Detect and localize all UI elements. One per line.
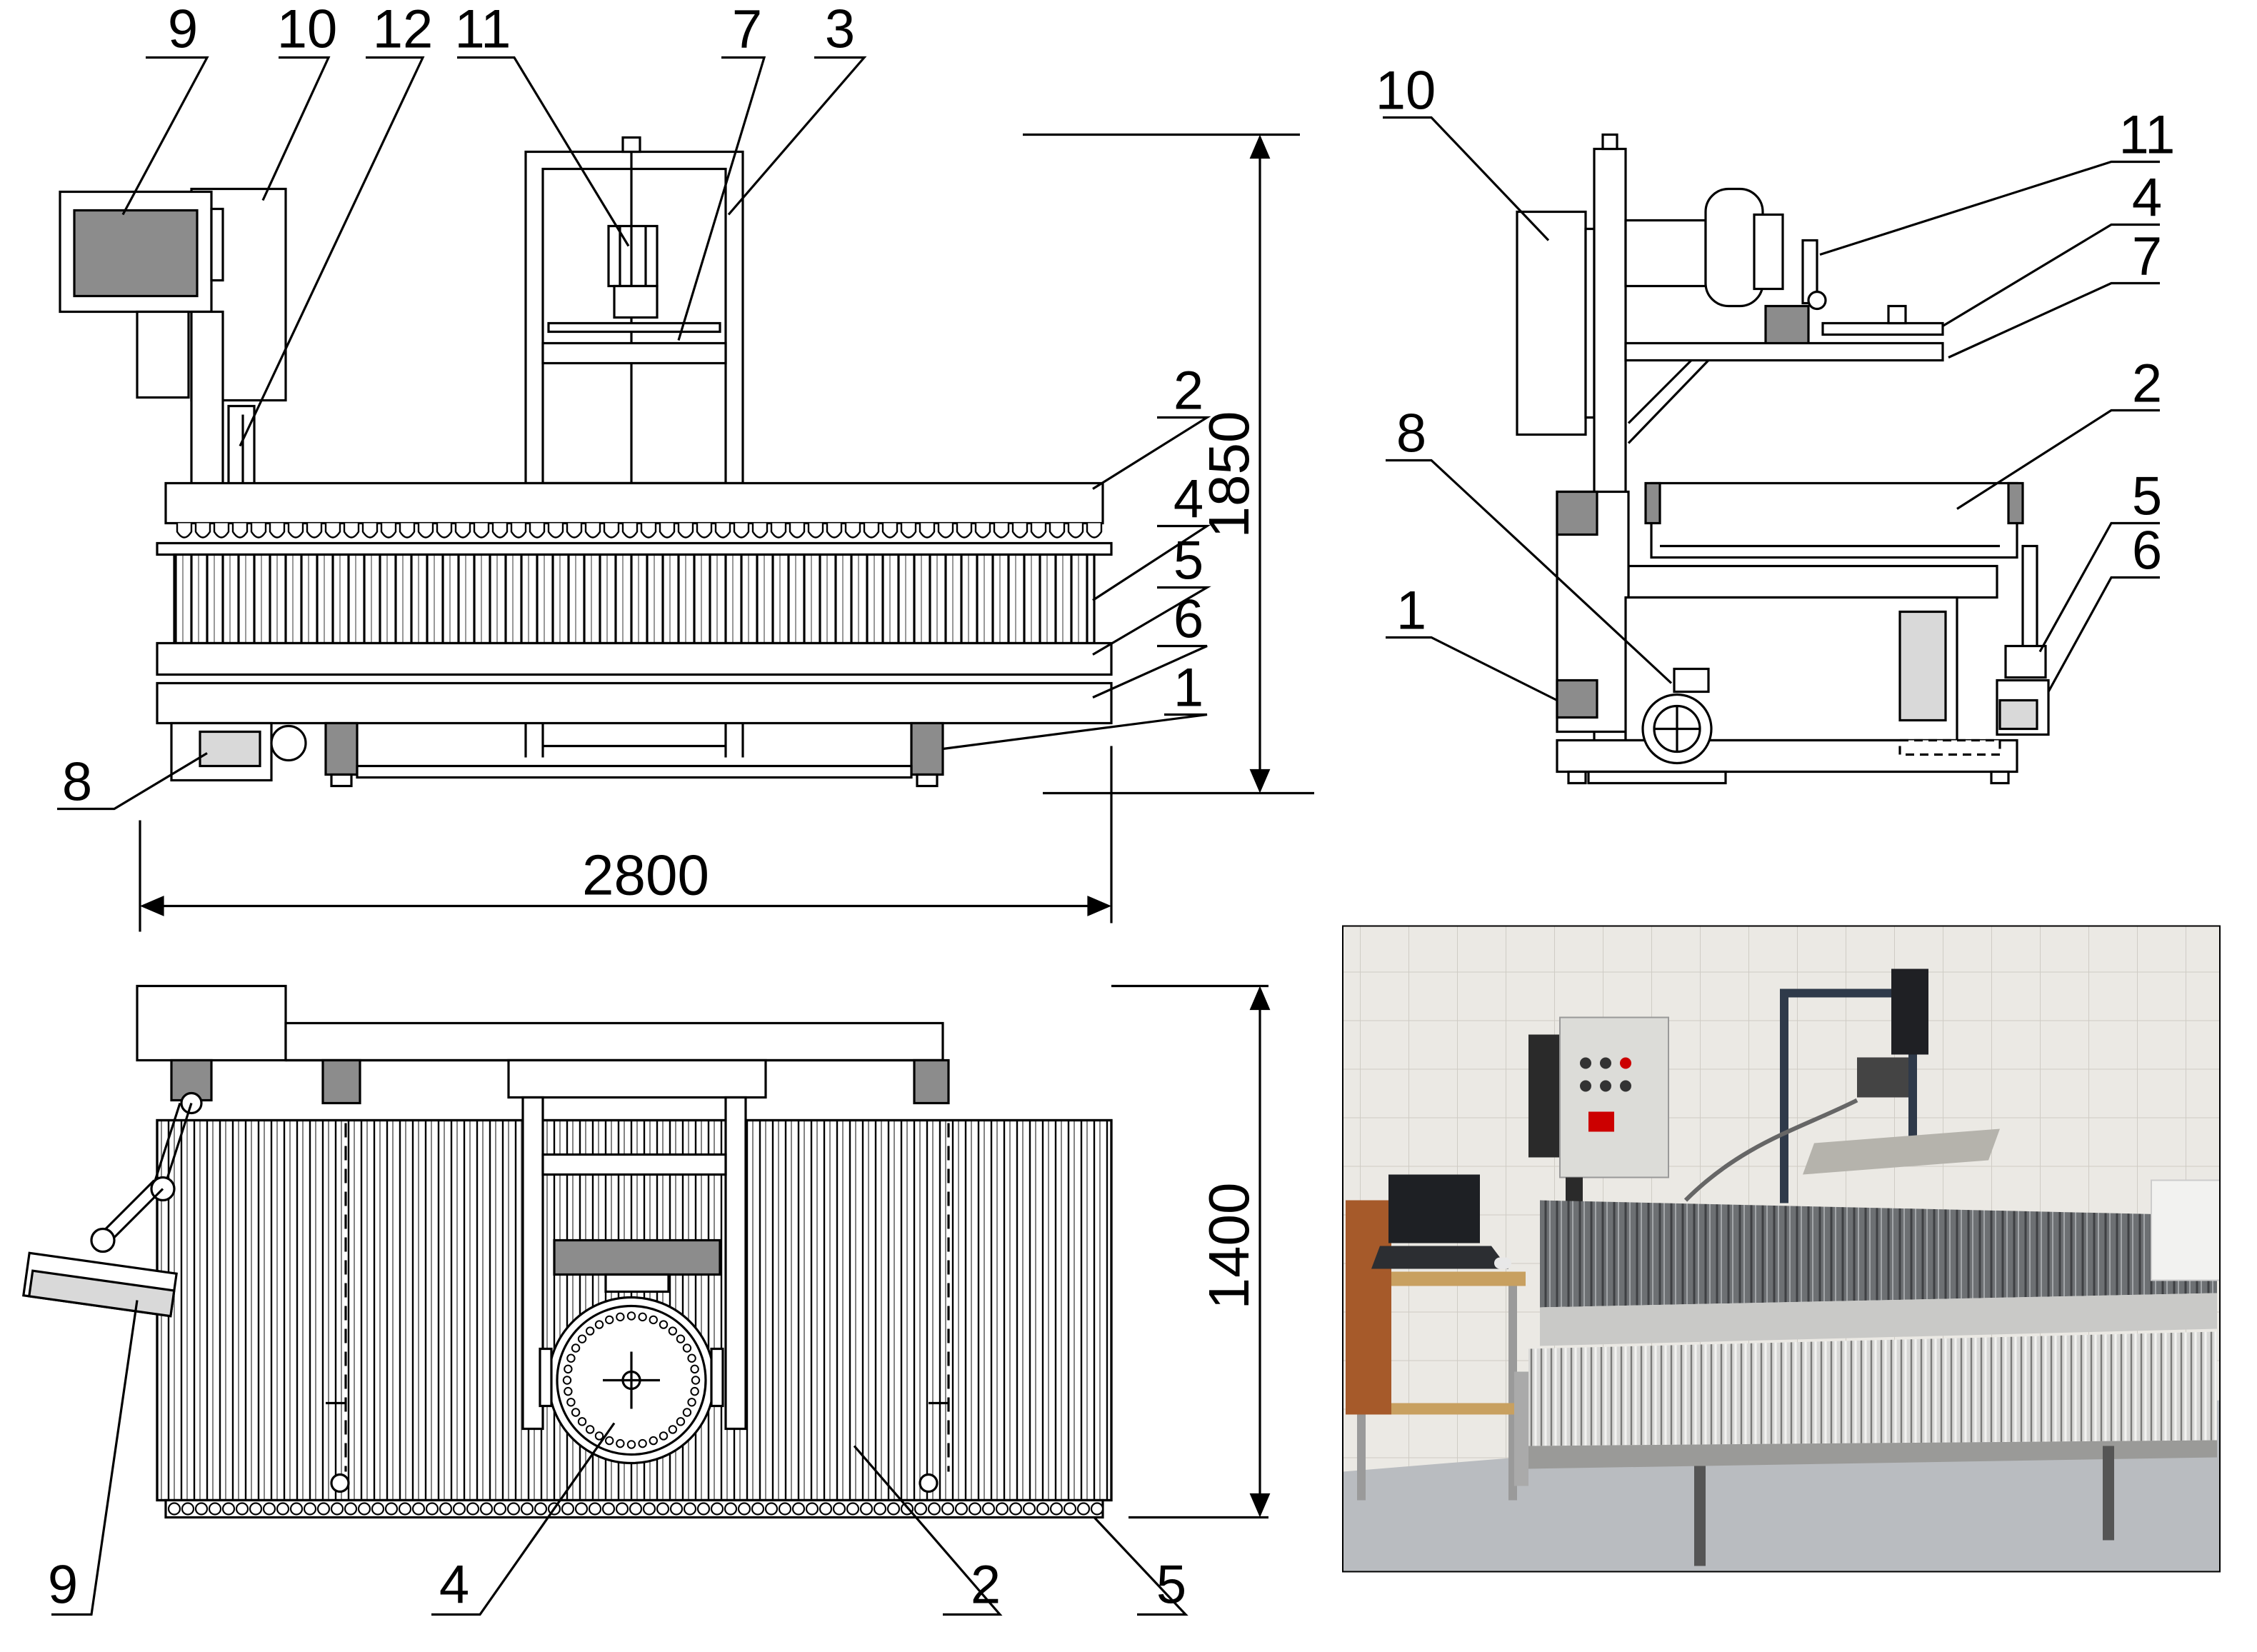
callout-10: 10 bbox=[277, 0, 338, 60]
side-callout-5: 5 bbox=[2132, 466, 2162, 527]
callout-11: 11 bbox=[455, 0, 511, 60]
monitor-stand bbox=[136, 310, 190, 399]
dimension-depth: 1400 bbox=[1197, 1183, 1261, 1310]
photo-desk bbox=[1354, 1271, 1526, 1286]
callout-2: 2 bbox=[1173, 361, 1203, 421]
top-view-labels: 9 4 2 5 1400 bbox=[48, 1183, 1261, 1616]
photo-laptop-screen bbox=[1388, 1174, 1480, 1243]
leveling-foot-right bbox=[910, 721, 944, 776]
callout-6: 6 bbox=[1173, 589, 1203, 650]
photo-control-box bbox=[1559, 1016, 1669, 1178]
top-rail bbox=[284, 1021, 944, 1062]
upper-beam bbox=[164, 481, 1104, 525]
front-view bbox=[57, 56, 1314, 932]
side-view bbox=[1383, 116, 2160, 785]
side-shelf bbox=[1624, 341, 1944, 362]
side-callout-10: 10 bbox=[1376, 61, 1436, 121]
side-callout-7: 7 bbox=[2132, 226, 2162, 287]
lower-beam-5 bbox=[156, 641, 1113, 676]
photo-dosing-head bbox=[1891, 968, 1928, 1055]
nozzle-row bbox=[176, 523, 1103, 539]
callout-3: 3 bbox=[825, 0, 855, 60]
callout-8: 8 bbox=[62, 752, 92, 813]
side-callout-4: 4 bbox=[2132, 168, 2162, 229]
dosing-head bbox=[607, 224, 659, 288]
top-view bbox=[22, 984, 1271, 1616]
top-plate bbox=[553, 1238, 721, 1276]
side-box-5 bbox=[2004, 644, 2047, 679]
top-callout-2: 2 bbox=[971, 1555, 1001, 1616]
dispenser-plate bbox=[547, 321, 721, 334]
top-cabinet bbox=[136, 984, 287, 1062]
base-beam-6 bbox=[156, 681, 1113, 725]
callout-5: 5 bbox=[1173, 531, 1203, 591]
top-callout-4: 4 bbox=[439, 1555, 469, 1616]
callout-1: 1 bbox=[1173, 658, 1203, 719]
side-callout-6: 6 bbox=[2132, 521, 2162, 581]
side-view-labels: 10 11 4 7 2 8 5 6 1 bbox=[1376, 61, 2176, 641]
callout-7: 7 bbox=[732, 0, 762, 60]
equipment-photo bbox=[1342, 925, 2221, 1573]
top-carriage bbox=[507, 1058, 767, 1099]
callout-4: 4 bbox=[1173, 469, 1203, 530]
side-callout-8: 8 bbox=[1396, 404, 1426, 464]
monitor-screen bbox=[73, 209, 199, 298]
top-callout-9: 9 bbox=[48, 1555, 78, 1616]
dimension-height: 1850 bbox=[1197, 411, 1261, 539]
callout-9: 9 bbox=[168, 0, 198, 60]
photo-table-top bbox=[1540, 1200, 2217, 1308]
front-view-labels: 9 10 12 11 7 3 2 4 5 6 1 8 2800 1850 bbox=[62, 0, 1261, 907]
side-pump-block bbox=[1673, 667, 1710, 694]
photo-tube-array bbox=[1528, 1331, 2217, 1446]
side-callout-2: 2 bbox=[2132, 354, 2162, 414]
tube-array bbox=[173, 553, 1096, 645]
callout-12: 12 bbox=[373, 0, 434, 60]
top-callout-5: 5 bbox=[1156, 1555, 1186, 1616]
tube-rack bbox=[156, 541, 1113, 556]
side-callout-11: 11 bbox=[2119, 105, 2176, 166]
side-callout-1: 1 bbox=[1396, 581, 1426, 641]
side-cabinet bbox=[1516, 210, 1587, 436]
leveling-foot-left bbox=[324, 721, 359, 776]
dimension-width: 2800 bbox=[582, 843, 709, 907]
